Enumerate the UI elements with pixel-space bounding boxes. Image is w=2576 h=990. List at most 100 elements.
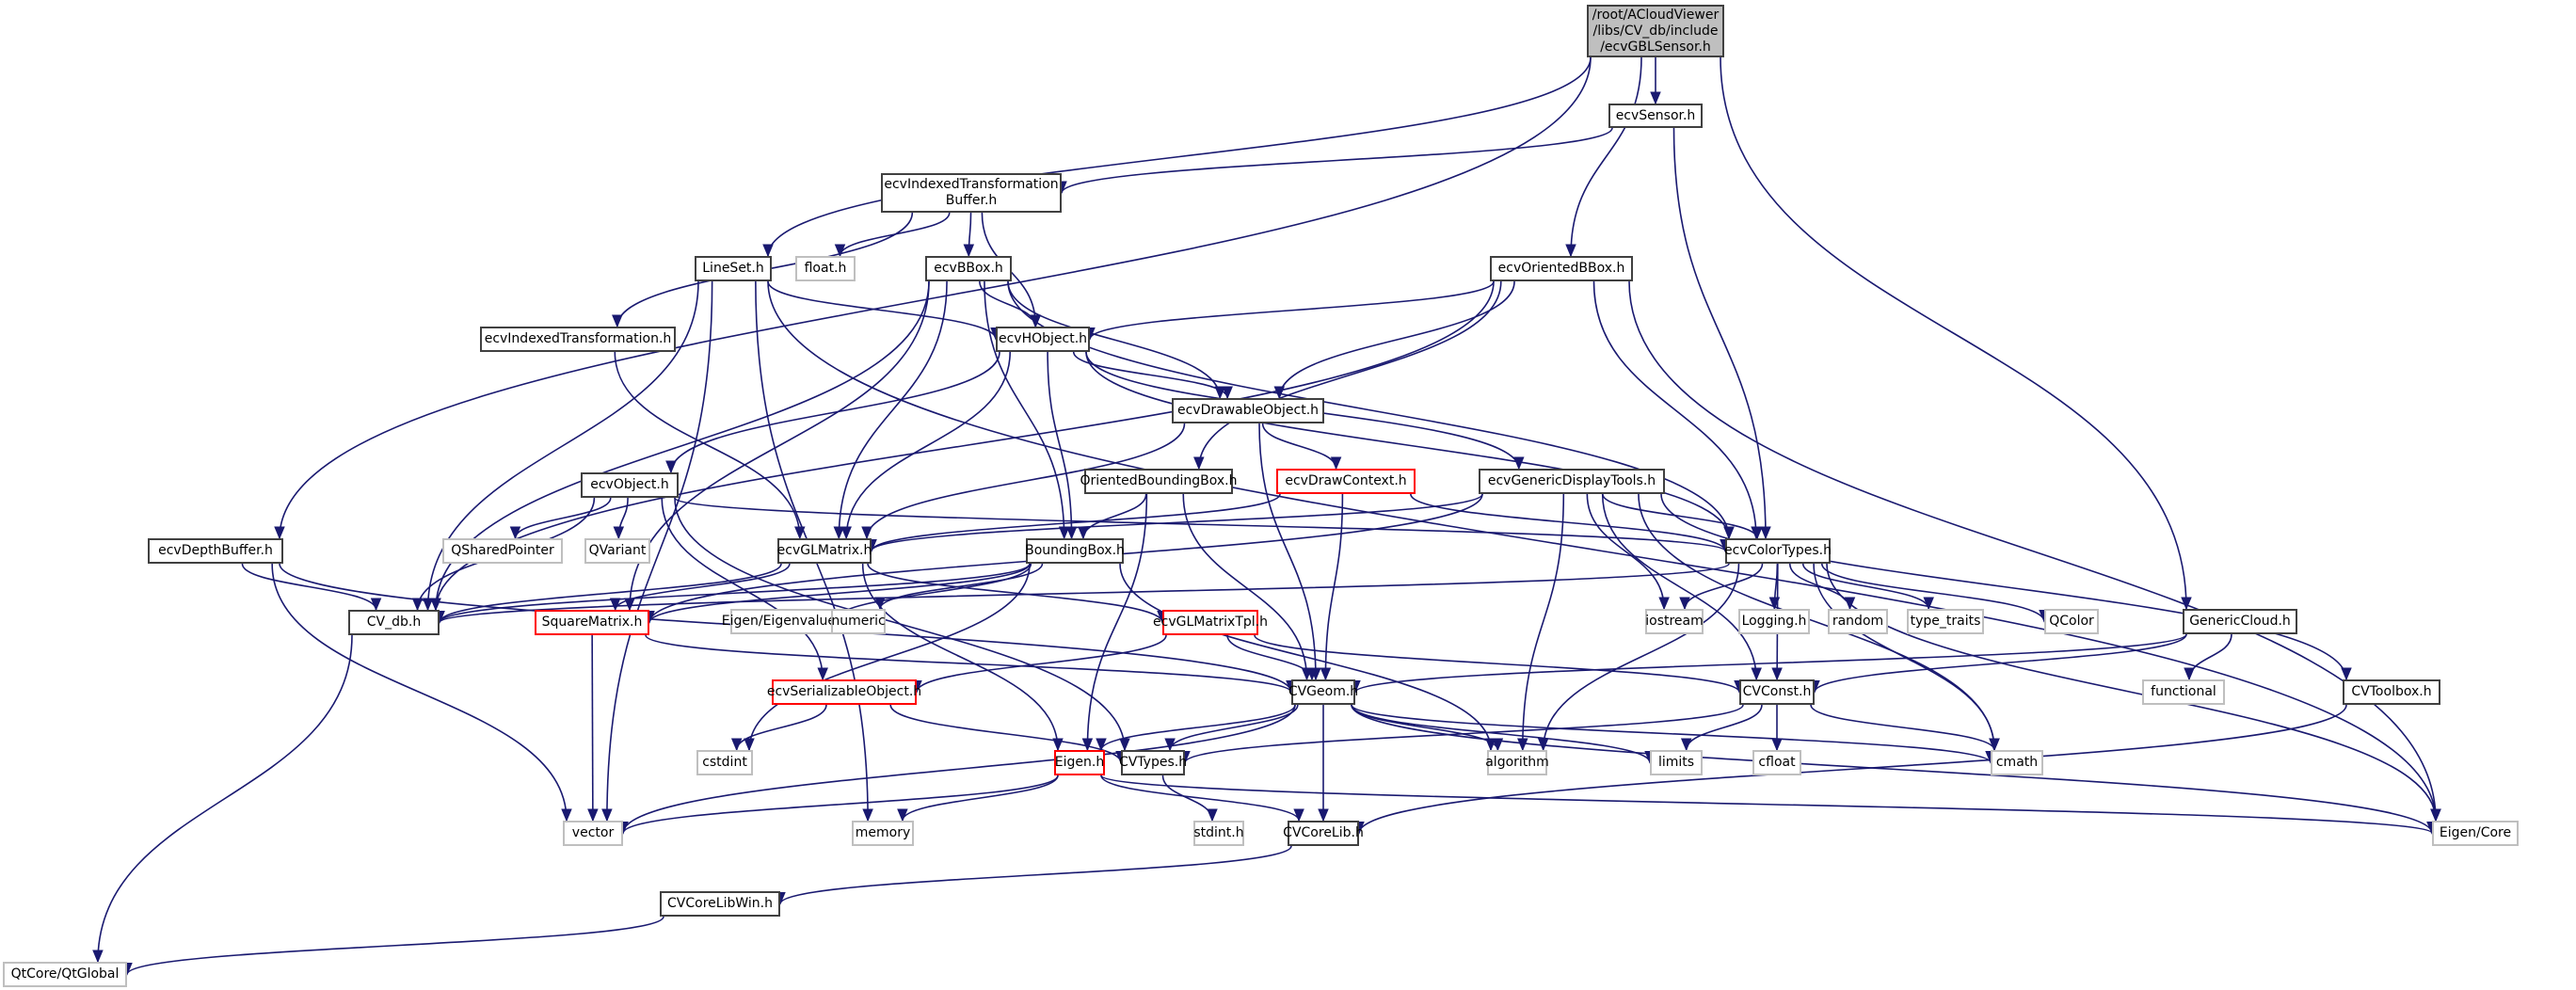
arrowhead-icon xyxy=(601,808,613,822)
node-cvtypes[interactable]: CVTypes.h xyxy=(1119,750,1187,775)
arrowhead-icon xyxy=(509,526,521,540)
edge-ecvgdt-to-cvtoolbox xyxy=(1660,493,2347,680)
edge-ecvcolortypes-to-cv_db xyxy=(439,563,1730,624)
node-ecvglmatrixtpl[interactable]: ecvGLMatrixTpl.h xyxy=(1153,610,1268,635)
node-ecvobject[interactable]: ecvObject.h xyxy=(581,472,679,498)
node-ecvserializable[interactable]: ecvSerializableObject.h xyxy=(767,679,921,705)
node-cvgeom[interactable]: CVGeom.h xyxy=(1288,679,1358,705)
node-ecvsensor[interactable]: ecvSensor.h xyxy=(1608,104,1703,128)
node-numeric: numeric xyxy=(831,609,886,634)
node-ecvdepthbuffer[interactable]: ecvDepthBuffer.h xyxy=(148,538,283,564)
edge-cvgeom-to-eigenh xyxy=(1100,704,1296,751)
arrowhead-icon xyxy=(833,526,845,540)
node-squarematrix[interactable]: SquareMatrix.h xyxy=(535,610,649,635)
edge-ecvcolortypes-to-cmath xyxy=(1813,563,1995,751)
node-stdint: stdint.h xyxy=(1193,821,1244,846)
node-logging: Logging.h xyxy=(1738,609,1810,634)
edge-ecvbbox-to-ecvcolortypes xyxy=(1007,280,1730,539)
edge-ecvcolortypes-to-qcolor xyxy=(1821,563,2045,622)
node-genericcloud[interactable]: GenericCloud.h xyxy=(2183,609,2297,634)
node-cvtoolbox[interactable]: CVToolbox.h xyxy=(2343,679,2440,705)
arrowhead-icon xyxy=(1650,91,1661,105)
node-cvcorelib[interactable]: CVCoreLib.h xyxy=(1283,821,1364,846)
edge-root-to-ecvdepthbuffer xyxy=(279,56,1592,539)
edge-ecvhobject-to-ecvglmatrix xyxy=(845,351,1011,539)
arrowhead-icon xyxy=(1752,526,1763,540)
arrowhead-icon xyxy=(834,244,846,258)
arrowhead-icon xyxy=(2341,667,2352,681)
arrowhead-icon xyxy=(561,808,572,822)
edge-ecvglmatrix-to-eigenh xyxy=(861,563,1059,751)
arrowhead-icon xyxy=(411,598,424,612)
node-ecvhobject[interactable]: ecvHObject.h xyxy=(996,327,1090,352)
arrowhead-icon xyxy=(1193,456,1205,471)
arrowhead-icon xyxy=(1222,386,1233,400)
node-ecvdrawcontext[interactable]: ecvDrawContext.h xyxy=(1276,469,1416,494)
edge-root-to-lineset xyxy=(767,56,1592,257)
arrowhead-icon xyxy=(274,526,285,540)
edge-ecvorientedbbox-to-orientedbb xyxy=(1198,280,1502,470)
edge-ecvdrawable-to-ecvglmatrix xyxy=(866,423,1186,539)
edge-cvconst-to-limits xyxy=(1685,704,1763,751)
node-vector: vector xyxy=(563,821,623,846)
arrowhead-icon xyxy=(1078,526,1089,540)
edge-ecvdepthbuffer-to-vector xyxy=(271,563,568,822)
arrowhead-icon xyxy=(1207,808,1218,822)
node-cfloat: cfloat xyxy=(1752,750,1801,775)
edge-ecvglmatrixtpl-to-cvconst xyxy=(1254,634,1740,693)
arrowhead-icon xyxy=(963,244,975,258)
arrowhead-icon xyxy=(1565,244,1576,258)
edge-ecvglmatrix-to-cv_db xyxy=(439,563,782,623)
node-qtglobal: QtCore/QtGlobal xyxy=(3,962,127,987)
arrowhead-icon xyxy=(762,244,774,258)
node-qcolor: QColor xyxy=(2044,609,2099,634)
node-boundingbox[interactable]: BoundingBox.h xyxy=(1025,538,1125,564)
node-root[interactable]: /root/ACloudViewer /libs/CV_db/include /… xyxy=(1587,5,1724,57)
arrowhead-icon xyxy=(1679,597,1690,611)
arrowhead-icon xyxy=(609,598,621,612)
edge-boundingbox-to-algorithm xyxy=(1119,563,1492,751)
node-orientedbb[interactable]: OrientedBoundingBox.h xyxy=(1080,469,1237,494)
edge-ecvit-to-ecvglmatrix xyxy=(614,351,801,539)
edge-ecvdrawcontext-to-ecvglmatrix xyxy=(871,493,1281,551)
edge-ecvgdt-to-cvconst xyxy=(1601,493,1757,680)
edge-cv_db-to-qtglobal xyxy=(97,634,353,963)
node-cvconst[interactable]: CVConst.h xyxy=(1739,679,1815,705)
node-functional: functional xyxy=(2142,679,2225,705)
node-cvcorelibwin[interactable]: CVCoreLibWin.h xyxy=(660,891,780,917)
edge-ecvgdt-to-iostream xyxy=(1586,493,1665,610)
node-ecvcolortypes[interactable]: ecvColorTypes.h xyxy=(1724,538,1832,564)
edge-lineset-to-vector xyxy=(606,280,713,822)
node-ecvdrawable[interactable]: ecvDrawableObject.h xyxy=(1172,398,1324,423)
edge-ecvserializable-to-cstdint xyxy=(735,704,827,751)
arrowhead-icon xyxy=(370,598,382,612)
edge-eigenh-to-cvcorelib xyxy=(1100,774,1300,822)
node-ecvglmatrix[interactable]: ecvGLMatrix.h xyxy=(777,538,872,564)
node-eigenh[interactable]: Eigen.h xyxy=(1054,750,1105,775)
edge-ecvglmatrixtpl-to-ecvserializable xyxy=(916,634,1167,693)
arrowhead-icon xyxy=(2184,667,2195,681)
node-float: float.h xyxy=(795,256,856,281)
node-ecvgdt[interactable]: ecvGenericDisplayTools.h xyxy=(1479,469,1665,494)
node-cv_db[interactable]: CV_db.h xyxy=(348,610,440,635)
arrowhead-icon xyxy=(1771,667,1783,681)
node-ecvbbox[interactable]: ecvBBox.h xyxy=(925,256,1012,281)
arrowhead-icon xyxy=(1081,738,1094,752)
arrowhead-icon xyxy=(1065,526,1078,540)
arrowhead-icon xyxy=(1293,808,1304,822)
arrowhead-icon xyxy=(1330,456,1342,471)
arrowhead-icon xyxy=(1680,738,1692,752)
node-cstdint: cstdint xyxy=(696,750,753,775)
node-ecvorientedbbox[interactable]: ecvOrientedBBox.h xyxy=(1490,256,1633,281)
edge-orientedbb-to-cvgeom xyxy=(1182,493,1308,680)
edge-ecvgdt-to-ecvglmatrix xyxy=(871,493,1483,552)
node-ecvitb[interactable]: ecvIndexedTransformation Buffer.h xyxy=(881,173,1062,213)
edge-cvcorelibwin-to-qtglobal xyxy=(126,916,664,975)
arrowhead-icon xyxy=(1320,667,1332,681)
edge-ecvorientedbbox-to-ecvhobject xyxy=(1089,280,1495,340)
node-lineset[interactable]: LineSet.h xyxy=(695,256,772,281)
node-ecvit[interactable]: ecvIndexedTransformation.h xyxy=(480,327,676,352)
edge-squarematrix-to-cvgeom xyxy=(645,634,1292,694)
edge-ecvorientedbbox-to-eigencore xyxy=(1628,280,2437,822)
arrowhead-icon xyxy=(1658,597,1670,611)
